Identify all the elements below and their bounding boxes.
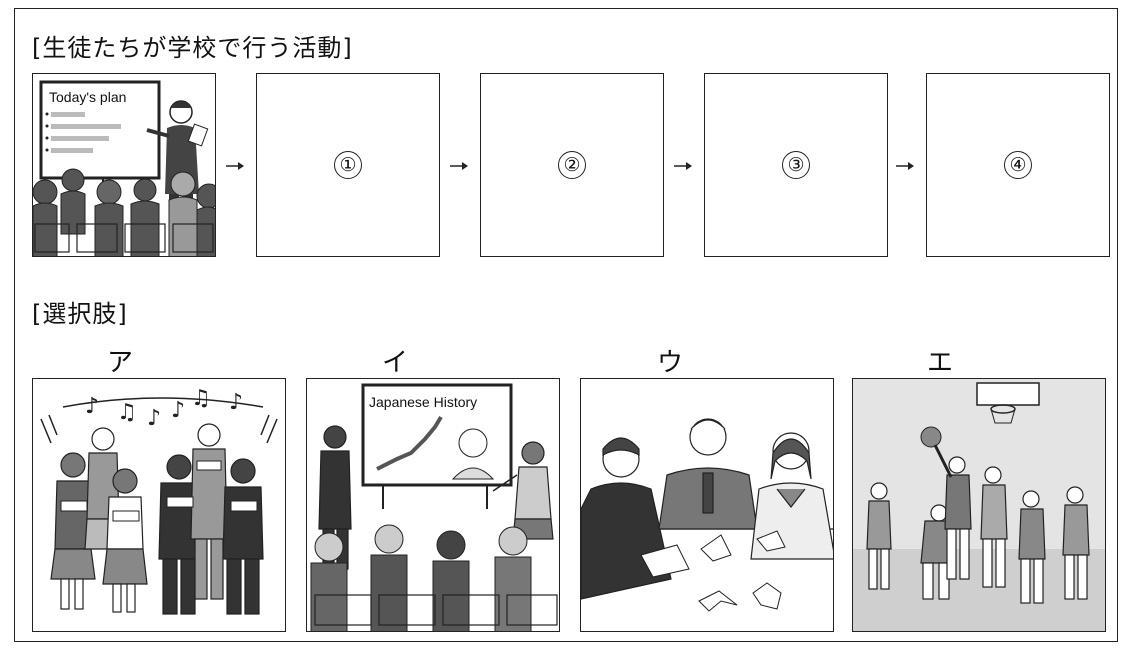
blank-box-1: ①	[256, 73, 440, 257]
option-u-origami-image	[580, 378, 834, 632]
option-i-presentation-image: Japanese History	[306, 378, 560, 632]
blank-label-4: ④	[1004, 151, 1032, 179]
blank-box-2: ②	[480, 73, 664, 257]
blank-box-4: ④	[926, 73, 1110, 257]
svg-text:♪: ♪	[85, 394, 99, 419]
blank-label-1: ①	[334, 151, 362, 179]
option-letter-i: イ	[381, 348, 408, 378]
arrow-right-icon	[226, 162, 244, 170]
arrow-right-icon	[896, 162, 914, 170]
svg-text:♪: ♪	[147, 406, 161, 431]
arrow-right-icon	[450, 162, 468, 170]
options-heading: [選択肢]	[32, 300, 128, 328]
option-letter-e: エ	[926, 348, 953, 378]
svg-text:♪: ♪	[229, 390, 243, 415]
option-letter-a: ア	[106, 348, 133, 378]
slide-title-todays-plan: Today's plan	[49, 89, 126, 105]
option-e-basketball-image	[852, 378, 1106, 632]
svg-text:♫: ♫	[191, 386, 211, 411]
activities-heading: [生徒たちが学校で行う活動]	[32, 34, 353, 62]
blank-label-3: ③	[782, 151, 810, 179]
option-letter-u: ウ	[656, 348, 683, 378]
worksheet-frame	[14, 8, 1118, 642]
arrow-right-icon	[674, 162, 692, 170]
option-a-chorus-image: ♪♫♪ ♪♫♪	[32, 378, 286, 632]
slide-title-japanese-history: Japanese History	[369, 394, 477, 410]
scene-todays-plan: Today's plan	[32, 73, 216, 257]
blank-label-2: ②	[558, 151, 586, 179]
blank-box-3: ③	[704, 73, 888, 257]
svg-text:♪: ♪	[171, 398, 185, 423]
svg-text:♫: ♫	[117, 400, 137, 425]
